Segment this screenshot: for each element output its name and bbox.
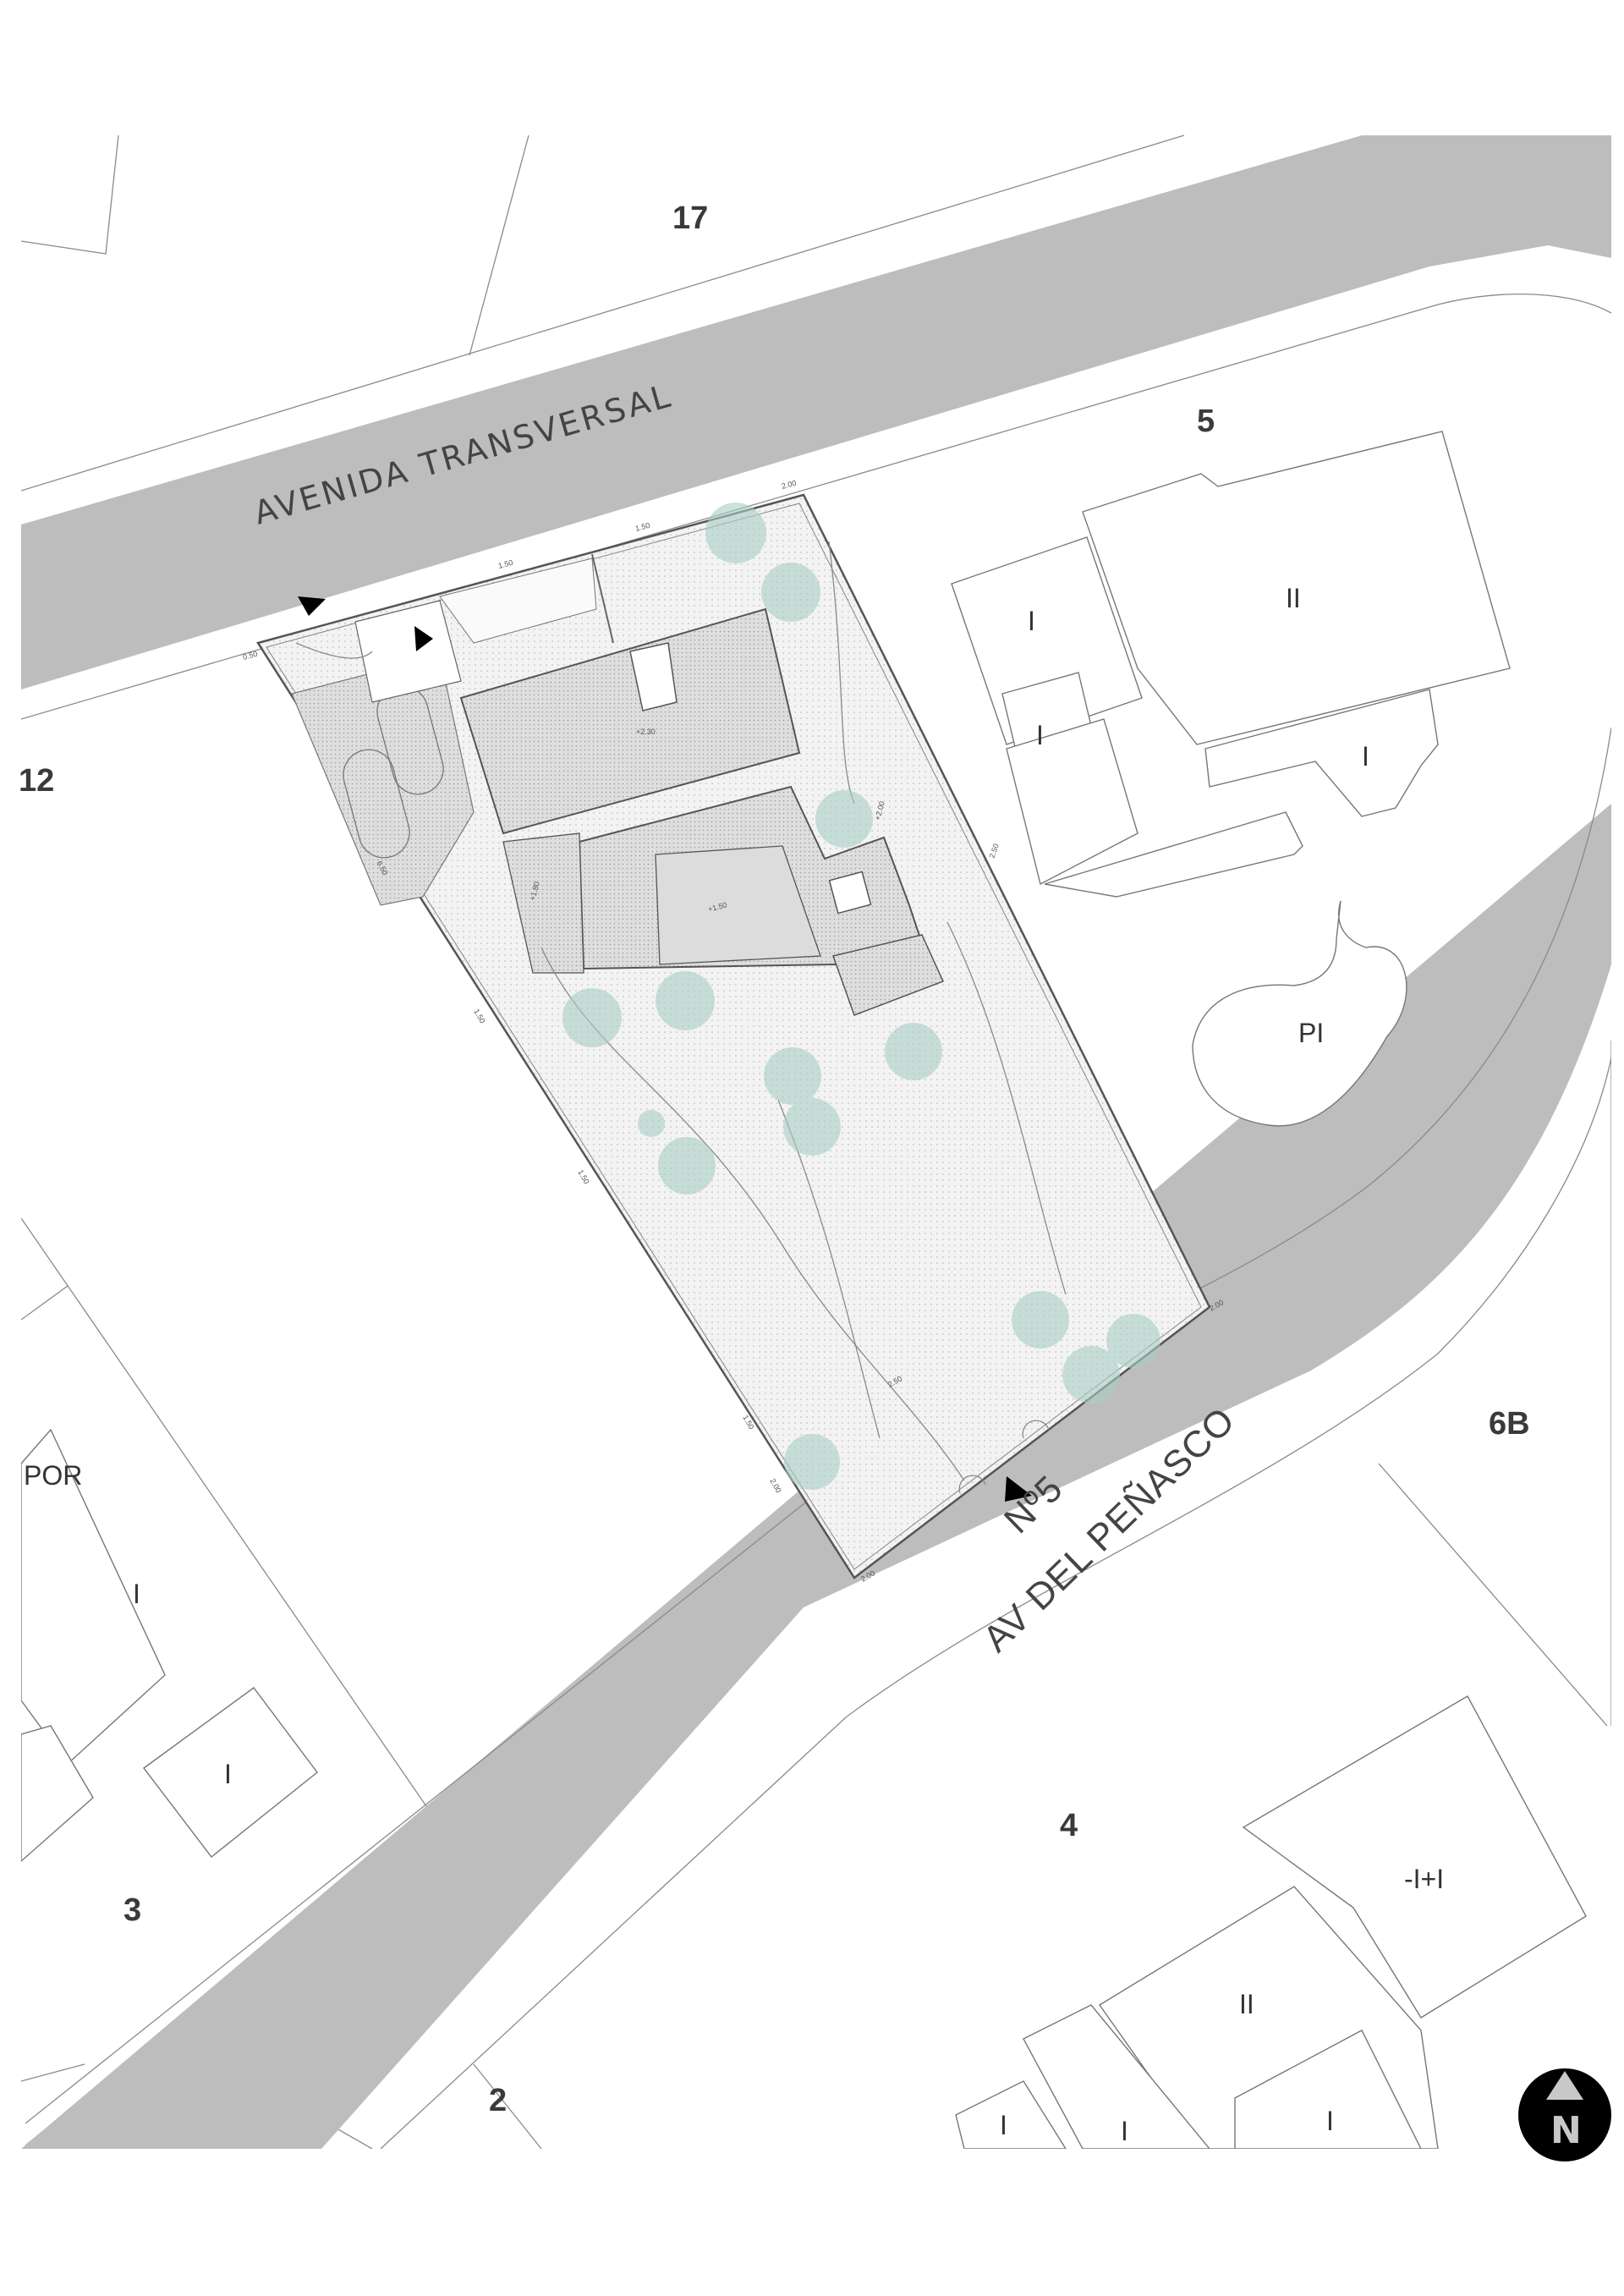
dim-label: 1.50 bbox=[497, 558, 514, 570]
block-number-2: 2 bbox=[489, 2083, 507, 2118]
floors-label-pool: PI bbox=[1298, 1018, 1324, 1048]
dim-label: 1.50 bbox=[472, 1008, 486, 1024]
floors-label: II bbox=[1239, 1989, 1254, 2019]
entrance-markers bbox=[298, 596, 1032, 1502]
block-number-3: 3 bbox=[123, 1892, 141, 1928]
floors-label-por: POR bbox=[24, 1460, 82, 1491]
dim-label: 1.50 bbox=[576, 1168, 590, 1185]
floors-label: I bbox=[1036, 720, 1044, 750]
block-number-12: 12 bbox=[19, 763, 54, 799]
buildings-block-3 bbox=[21, 1428, 318, 1862]
block-number-5: 5 bbox=[1197, 404, 1215, 439]
entrance-arrow-south bbox=[1005, 1476, 1032, 1502]
dim-label: 2.00 bbox=[781, 479, 798, 491]
trees bbox=[562, 503, 1160, 1490]
floors-label: -I+I bbox=[1404, 1864, 1444, 1894]
block-number-4: 4 bbox=[1060, 1808, 1078, 1843]
floors-label: I bbox=[1326, 2106, 1334, 2136]
north-arrow: N bbox=[1518, 2068, 1611, 2161]
floors-label: I bbox=[133, 1579, 140, 1609]
dim-label: 2.50 bbox=[987, 843, 1000, 860]
entrance-arrow-north-1 bbox=[298, 596, 326, 616]
floors-label: I bbox=[224, 1759, 232, 1789]
block-number-6b: 6B bbox=[1489, 1406, 1530, 1442]
dim-label: 1.50 bbox=[634, 521, 651, 533]
buildings-block-5 bbox=[951, 431, 1511, 898]
level-label: +2.30 bbox=[636, 728, 656, 736]
floors-label: I bbox=[1000, 2110, 1007, 2140]
floors-label: I bbox=[1028, 606, 1035, 636]
buildings-block-4 bbox=[955, 1695, 1587, 2149]
entrance-arrow-north-2 bbox=[414, 626, 433, 651]
floors-label: I bbox=[1121, 2116, 1128, 2146]
road-avenida-transversal bbox=[21, 135, 1611, 689]
block-number-17: 17 bbox=[672, 200, 708, 236]
north-arrow-icon bbox=[1546, 2071, 1583, 2100]
north-arrow-letter: N bbox=[1550, 2109, 1582, 2152]
dim-label: 0.50 bbox=[242, 650, 259, 662]
dim-label: 2.00 bbox=[768, 1477, 782, 1494]
pool-outline bbox=[1192, 900, 1407, 1127]
floors-label: II bbox=[1286, 583, 1301, 613]
plot bbox=[256, 493, 1211, 1579]
house-main-volume bbox=[459, 607, 801, 835]
floors-label: I bbox=[1362, 741, 1369, 772]
